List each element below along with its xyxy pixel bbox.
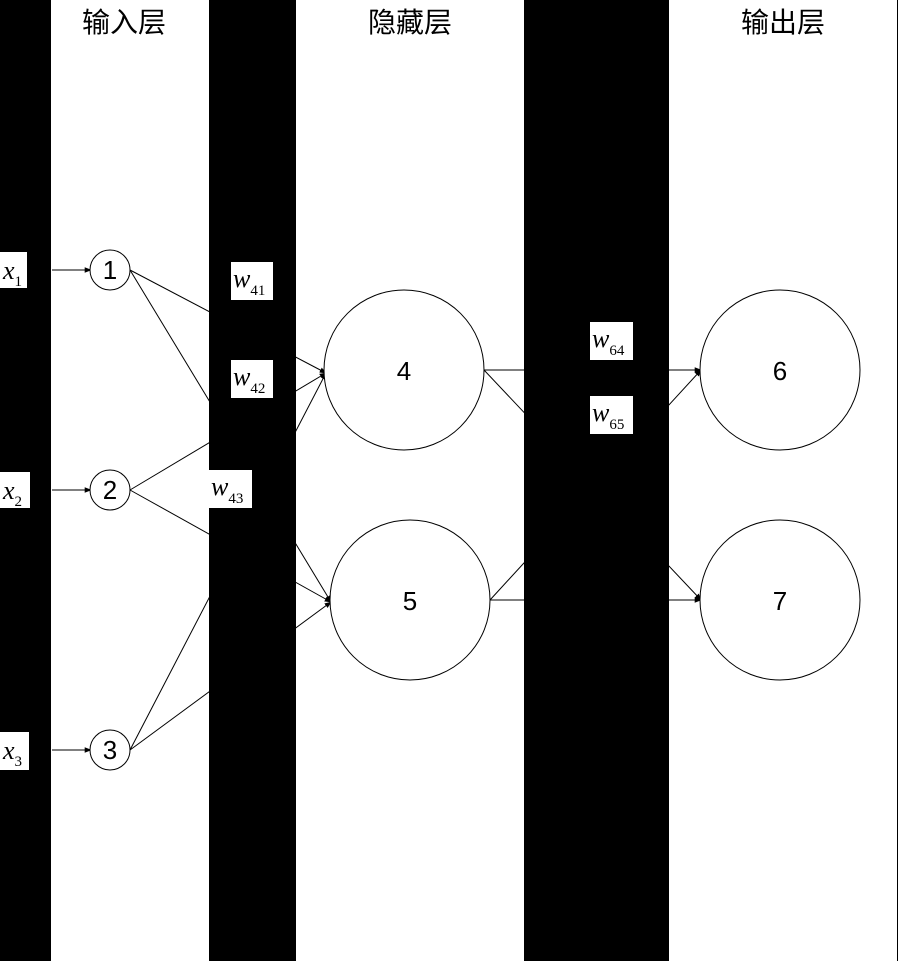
node-7-label: 7 bbox=[773, 586, 787, 616]
svg-text:w42: w42 bbox=[233, 362, 265, 397]
input-label-x2-sub: 2 bbox=[15, 494, 23, 510]
svg-text:w64: w64 bbox=[592, 324, 625, 359]
weight-labels: w41 w42 w43 w64 w65 bbox=[209, 262, 633, 508]
node-6-label: 6 bbox=[773, 356, 787, 386]
weight-w65-sub: 65 bbox=[609, 417, 624, 433]
node-4-label: 4 bbox=[397, 356, 411, 386]
node-5 bbox=[329, 519, 491, 681]
node-5-label: 5 bbox=[403, 586, 417, 616]
weight-w42-base: w bbox=[233, 362, 251, 391]
input-label-x3-sub: 3 bbox=[15, 754, 23, 770]
input-layer-panel bbox=[51, 0, 209, 961]
input-layer-title: 输入层 bbox=[82, 7, 166, 38]
svg-text:x3: x3 bbox=[2, 736, 22, 770]
svg-text:w43: w43 bbox=[211, 472, 243, 507]
node-6 bbox=[699, 289, 861, 451]
input-label-x1-base: x bbox=[2, 256, 15, 285]
input-label-x2-base: x bbox=[2, 476, 15, 505]
output-layer-panel bbox=[669, 0, 897, 961]
weight-w43-sub: 43 bbox=[228, 491, 243, 507]
node-3-label: 3 bbox=[103, 735, 117, 765]
node-2-label: 2 bbox=[103, 475, 117, 505]
node-1 bbox=[89, 249, 131, 291]
weight-w41-sub: 41 bbox=[250, 283, 265, 299]
hidden-layer-panel bbox=[296, 0, 524, 961]
node-1-label: 1 bbox=[103, 255, 117, 285]
weight-w43-base: w bbox=[211, 472, 229, 501]
output-layer-title: 输出层 bbox=[741, 7, 825, 38]
svg-text:x1: x1 bbox=[2, 256, 22, 290]
node-2 bbox=[89, 469, 131, 511]
input-label-x3-base: x bbox=[2, 736, 15, 765]
input-labels: x1 x2 x3 bbox=[0, 252, 30, 770]
column-panels bbox=[51, 0, 897, 961]
svg-text:w41: w41 bbox=[233, 264, 265, 299]
svg-text:w65: w65 bbox=[592, 398, 624, 433]
svg-text:x2: x2 bbox=[2, 476, 22, 510]
node-7 bbox=[699, 519, 861, 681]
weight-w42-sub: 42 bbox=[250, 381, 265, 397]
input-label-x1-sub: 1 bbox=[15, 274, 23, 290]
weight-w64-base: w bbox=[592, 324, 610, 353]
node-4 bbox=[323, 289, 485, 451]
node-3 bbox=[89, 729, 131, 771]
nodes bbox=[89, 249, 861, 771]
weight-w64-sub: 64 bbox=[609, 343, 625, 359]
weight-w41-base: w bbox=[233, 264, 251, 293]
hidden-layer-title: 隐藏层 bbox=[368, 7, 452, 38]
weight-w65-base: w bbox=[592, 398, 610, 427]
band-hidden-output bbox=[524, 0, 669, 961]
